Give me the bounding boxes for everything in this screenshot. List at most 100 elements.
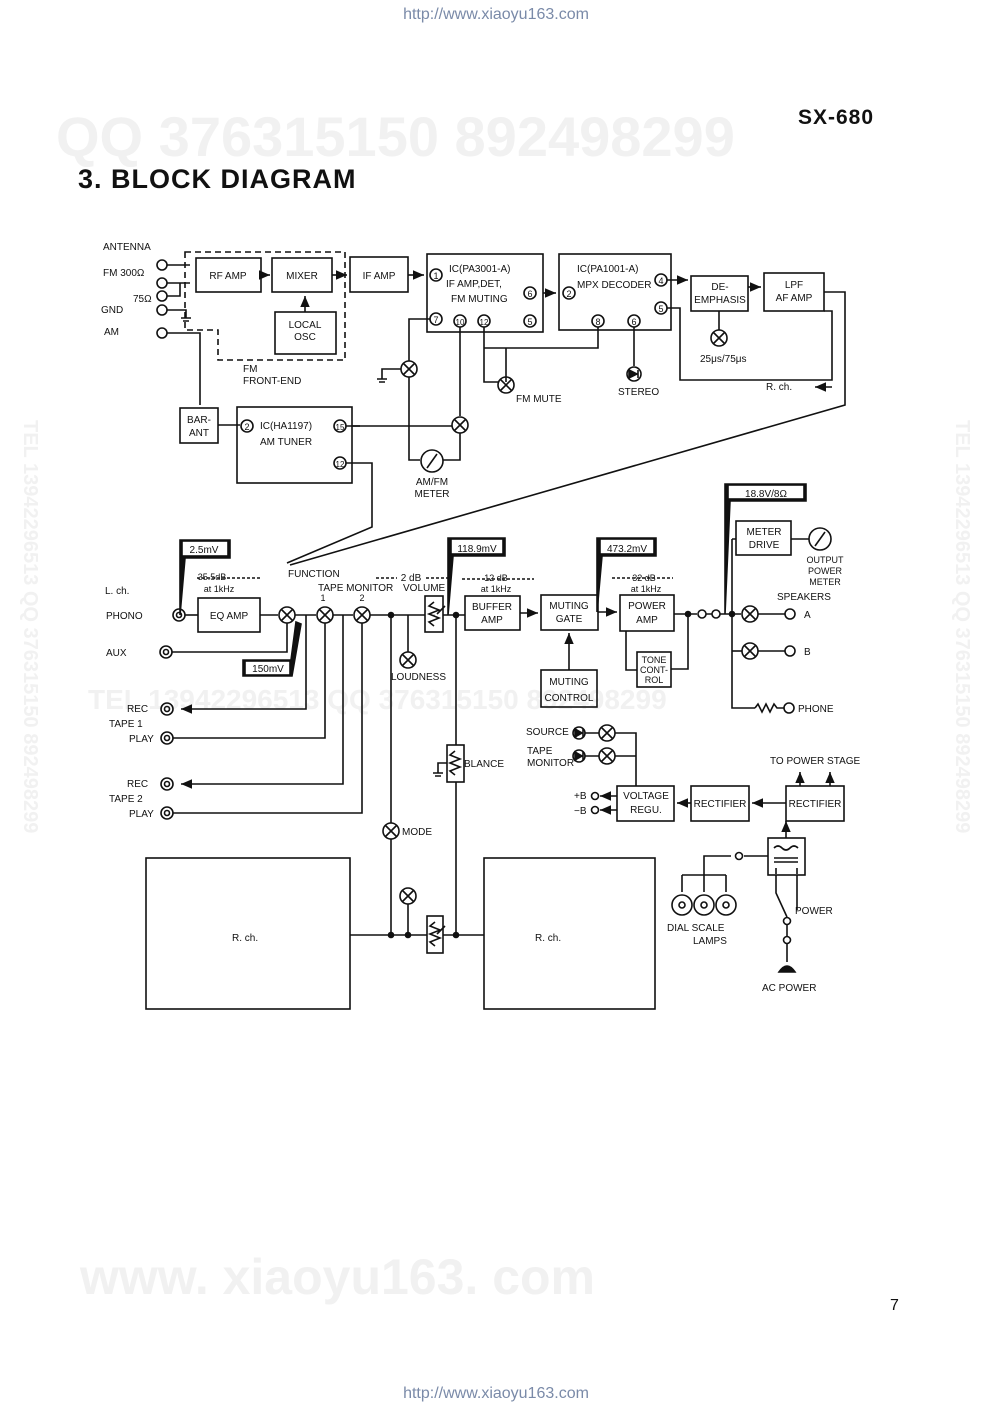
power-amp-block <box>619 594 675 632</box>
pin-label: 7 <box>433 315 438 325</box>
pin-label: 2 <box>566 289 571 299</box>
lamp-icon <box>598 724 616 742</box>
volume-label: VOLUME <box>403 583 446 594</box>
balance-label: BLANCE <box>464 759 504 770</box>
play2-label: PLAY <box>129 809 154 820</box>
rch-left-block <box>145 857 351 1010</box>
lamp-icon <box>598 747 616 765</box>
lamp-icon <box>710 329 728 347</box>
pin-label: 12 <box>480 318 489 327</box>
meter-drive-label: DRIVE <box>749 540 780 551</box>
pin-label: 1 <box>433 271 438 281</box>
rec2-jack <box>160 777 174 791</box>
tape-monitor-led-icon <box>572 749 586 763</box>
buffer-amp-label: BUFFER <box>472 602 512 613</box>
pin-label: 6 <box>527 289 532 299</box>
label-fm300: FM 300Ω <box>103 268 145 279</box>
tape-monitor-ind-label: TAPE <box>527 746 553 757</box>
speaker-a-terminal <box>784 608 796 620</box>
plus-b-label: +B <box>574 791 587 802</box>
rec1-label: REC <box>127 704 148 715</box>
minus-b-label: −B <box>574 806 587 817</box>
antenna-wires <box>167 264 201 405</box>
tape-monitor-2-switch-icon <box>353 606 371 624</box>
ic-pa3001-label: FM MUTING <box>451 294 508 305</box>
label-gnd: GND <box>101 305 123 316</box>
phone-jack <box>783 702 795 714</box>
tape2-label: TAPE 2 <box>109 794 143 805</box>
rectifier-1-label: RECTIFIER <box>694 799 747 810</box>
pin-label: 5 <box>527 317 532 327</box>
mode-switch-icon <box>382 822 400 840</box>
level-473-2mv: 473.2mV <box>607 544 647 555</box>
rch-route <box>667 307 833 381</box>
power-amp-label: AMP <box>636 615 658 626</box>
ic-pa3001-label: IF AMP,DET, <box>446 279 502 290</box>
muting-control-block <box>540 669 598 708</box>
stereo-label: STEREO <box>618 387 659 398</box>
dial-lamps-label: DIAL SCALE <box>667 923 725 934</box>
pin-circle <box>429 268 443 282</box>
ac-power-label: AC POWER <box>762 983 816 994</box>
loudness-label: LOUDNESS <box>391 672 446 683</box>
header-url[interactable]: http://www.xiaoyu163.com <box>403 6 589 23</box>
rch-to-function <box>289 291 846 566</box>
phone-label: PHONE <box>798 704 834 715</box>
bar-ant-label: ANT <box>189 428 209 439</box>
dial-lamp-icon <box>693 894 715 916</box>
fm-mute-lamp-icon <box>497 376 515 394</box>
phono-jack <box>172 608 186 622</box>
speaker-b-label: B <box>804 647 811 658</box>
play2-jack <box>160 806 174 820</box>
ic-ha1197-block <box>236 406 353 484</box>
tape1-label: TAPE 1 <box>109 719 143 730</box>
buffer-amp-label: AMP <box>481 615 503 626</box>
tuner-section: ANTENNA FM 300Ω 75Ω GND AM RF AMP MIXER … <box>101 242 846 566</box>
rf-amp-label: RF AMP <box>209 271 247 282</box>
voltage-regu-block <box>616 785 675 822</box>
stereo-led-icon <box>626 366 642 382</box>
am-fm-meter-label: METER <box>415 489 450 500</box>
source-led-icon <box>572 726 586 740</box>
volume-pot <box>424 595 444 633</box>
rch-left-label: R. ch. <box>232 933 258 944</box>
watermark-bottom: www. xiaoyu163. com <box>80 1249 596 1305</box>
lch-label: L. ch. <box>105 586 129 597</box>
play1-label: PLAY <box>129 734 154 745</box>
label-am: AM <box>104 327 119 338</box>
level-118-9mv: 118.9mV <box>457 544 497 555</box>
page-number: 7 <box>890 1297 899 1314</box>
mixer-label: MIXER <box>286 271 318 282</box>
rch-label: R. ch. <box>766 382 792 393</box>
gain-buffer-freq: at 1kHz <box>481 584 512 594</box>
output-meter-icon <box>808 527 832 551</box>
footer-url[interactable]: http://www.xiaoyu163.com <box>403 1385 589 1402</box>
local-osc-label: OSC <box>294 332 316 343</box>
dial-lamp-icon <box>715 894 737 916</box>
ic-pa1001-label: MPX DECODER <box>577 280 651 291</box>
tape-monitor-ind-label: MONITOR <box>527 758 574 769</box>
signal-meter-icon <box>420 449 444 473</box>
output-meter-label: METER <box>809 577 841 587</box>
source-label: SOURCE <box>526 727 569 738</box>
local-osc-label: LOCAL <box>289 320 322 331</box>
tape-monitor-label: TAPE MONITOR <box>318 583 393 594</box>
rec1-jack <box>160 702 174 716</box>
antenna-terminal <box>156 277 168 289</box>
gain-eq: 35.5dB <box>198 572 227 582</box>
aux-label: AUX <box>106 648 127 659</box>
pin-label: 4 <box>658 276 663 286</box>
play1-jack <box>160 731 174 745</box>
ic-pa1001-label: IC(PA1001-A) <box>577 264 639 275</box>
antenna-terminal <box>156 290 168 302</box>
label-75ohm: 75Ω <box>133 294 152 305</box>
tone-control-label: ROL <box>645 675 664 685</box>
watermark-side-right: TEL 13942296513 QQ 376315150 892498299 <box>951 420 973 834</box>
ic-pa3001-label: IC(PA3001-A) <box>449 264 511 275</box>
speaker-a-relay-icon <box>741 605 759 623</box>
to-power-stage-label: TO POWER STAGE <box>770 756 861 767</box>
fm-frontend-boundary <box>184 251 346 361</box>
pin-circle <box>240 419 254 433</box>
pin-circle <box>523 314 537 328</box>
